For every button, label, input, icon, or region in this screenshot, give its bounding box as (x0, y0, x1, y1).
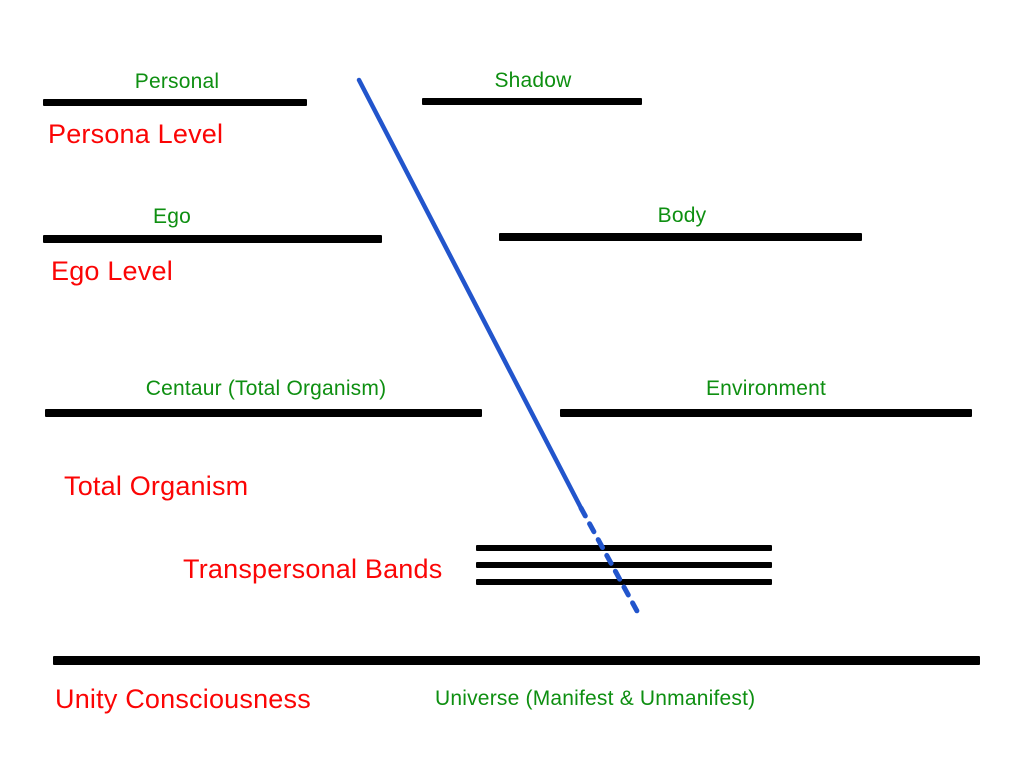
transpersonal-band-line-3 (476, 579, 772, 585)
body-label: Body (657, 204, 707, 227)
unity-consciousness-bar (53, 656, 980, 665)
body-bar (499, 233, 862, 241)
personal-bar (43, 99, 307, 106)
unity-consciousness-label: Unity Consciousness (55, 684, 311, 714)
transpersonal-band-line-2 (476, 562, 772, 568)
universe-label: Universe (Manifest & Unmanifest) (435, 687, 756, 710)
personal-label: Personal (134, 70, 220, 93)
environment-bar (560, 409, 972, 417)
ego-bar (43, 235, 382, 243)
environment-label: Environment (705, 377, 827, 400)
ego-label: Ego (153, 205, 191, 228)
transpersonal-bands-label: Transpersonal Bands (183, 554, 443, 584)
persona-level-label: Persona Level (48, 119, 224, 149)
shadow-bar (422, 98, 642, 105)
centaur-bar (45, 409, 482, 417)
ego-level-label: Ego Level (51, 256, 173, 286)
centaur-label: Centaur (Total Organism) (145, 377, 387, 400)
blue-line-dashed-segment (578, 505, 640, 614)
blue-line-solid-segment (356, 77, 584, 511)
transpersonal-band-line-1 (476, 545, 772, 551)
shadow-label: Shadow (494, 69, 572, 92)
total-organism-label: Total Organism (64, 471, 249, 501)
